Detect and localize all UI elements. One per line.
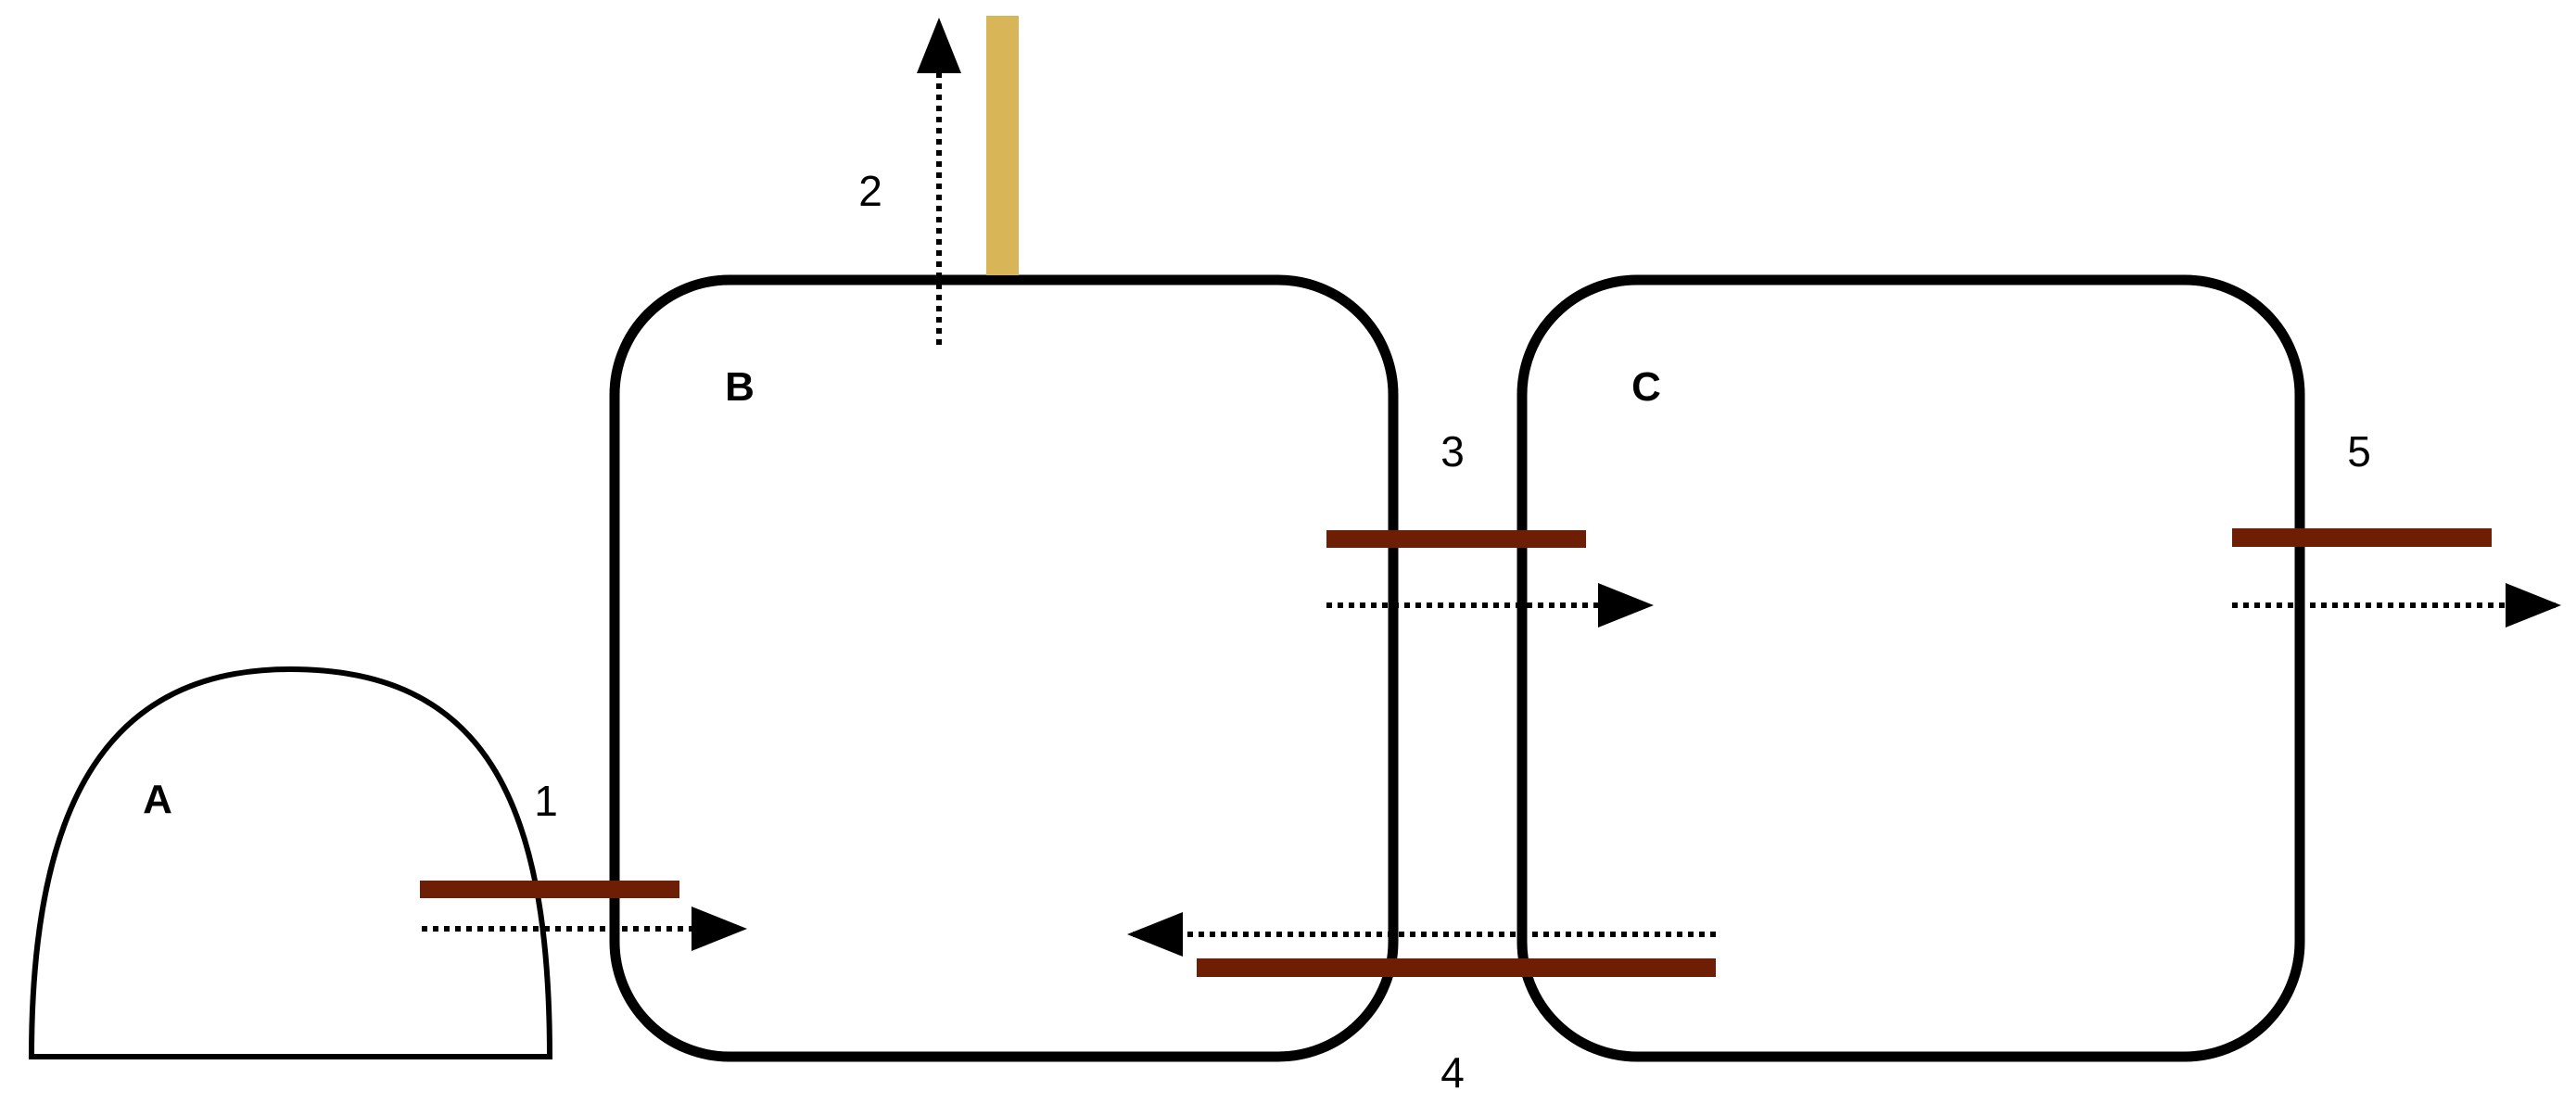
route-label-5: 5 (2347, 427, 2371, 476)
compartment-b-outline (609, 274, 1399, 1062)
route-label-3: 3 (1440, 427, 1465, 476)
membrane-bar-1 (420, 881, 679, 898)
compartment-b-label: B (725, 364, 755, 410)
route-label-2: 2 (858, 167, 882, 215)
compartment-c-label: C (1631, 364, 1661, 410)
membrane-bar-5 (2232, 528, 2492, 547)
membrane-bar-3 (1326, 530, 1586, 548)
compartment-c-outline (1516, 274, 2305, 1062)
route-label-1: 1 (534, 777, 558, 825)
compartment-a-label: A (143, 777, 172, 822)
membrane-bar-4 (1197, 958, 1716, 977)
vessel-bar (986, 16, 1019, 275)
compartment-a-outline (28, 666, 553, 1059)
route-label-4: 4 (1440, 1048, 1465, 1097)
